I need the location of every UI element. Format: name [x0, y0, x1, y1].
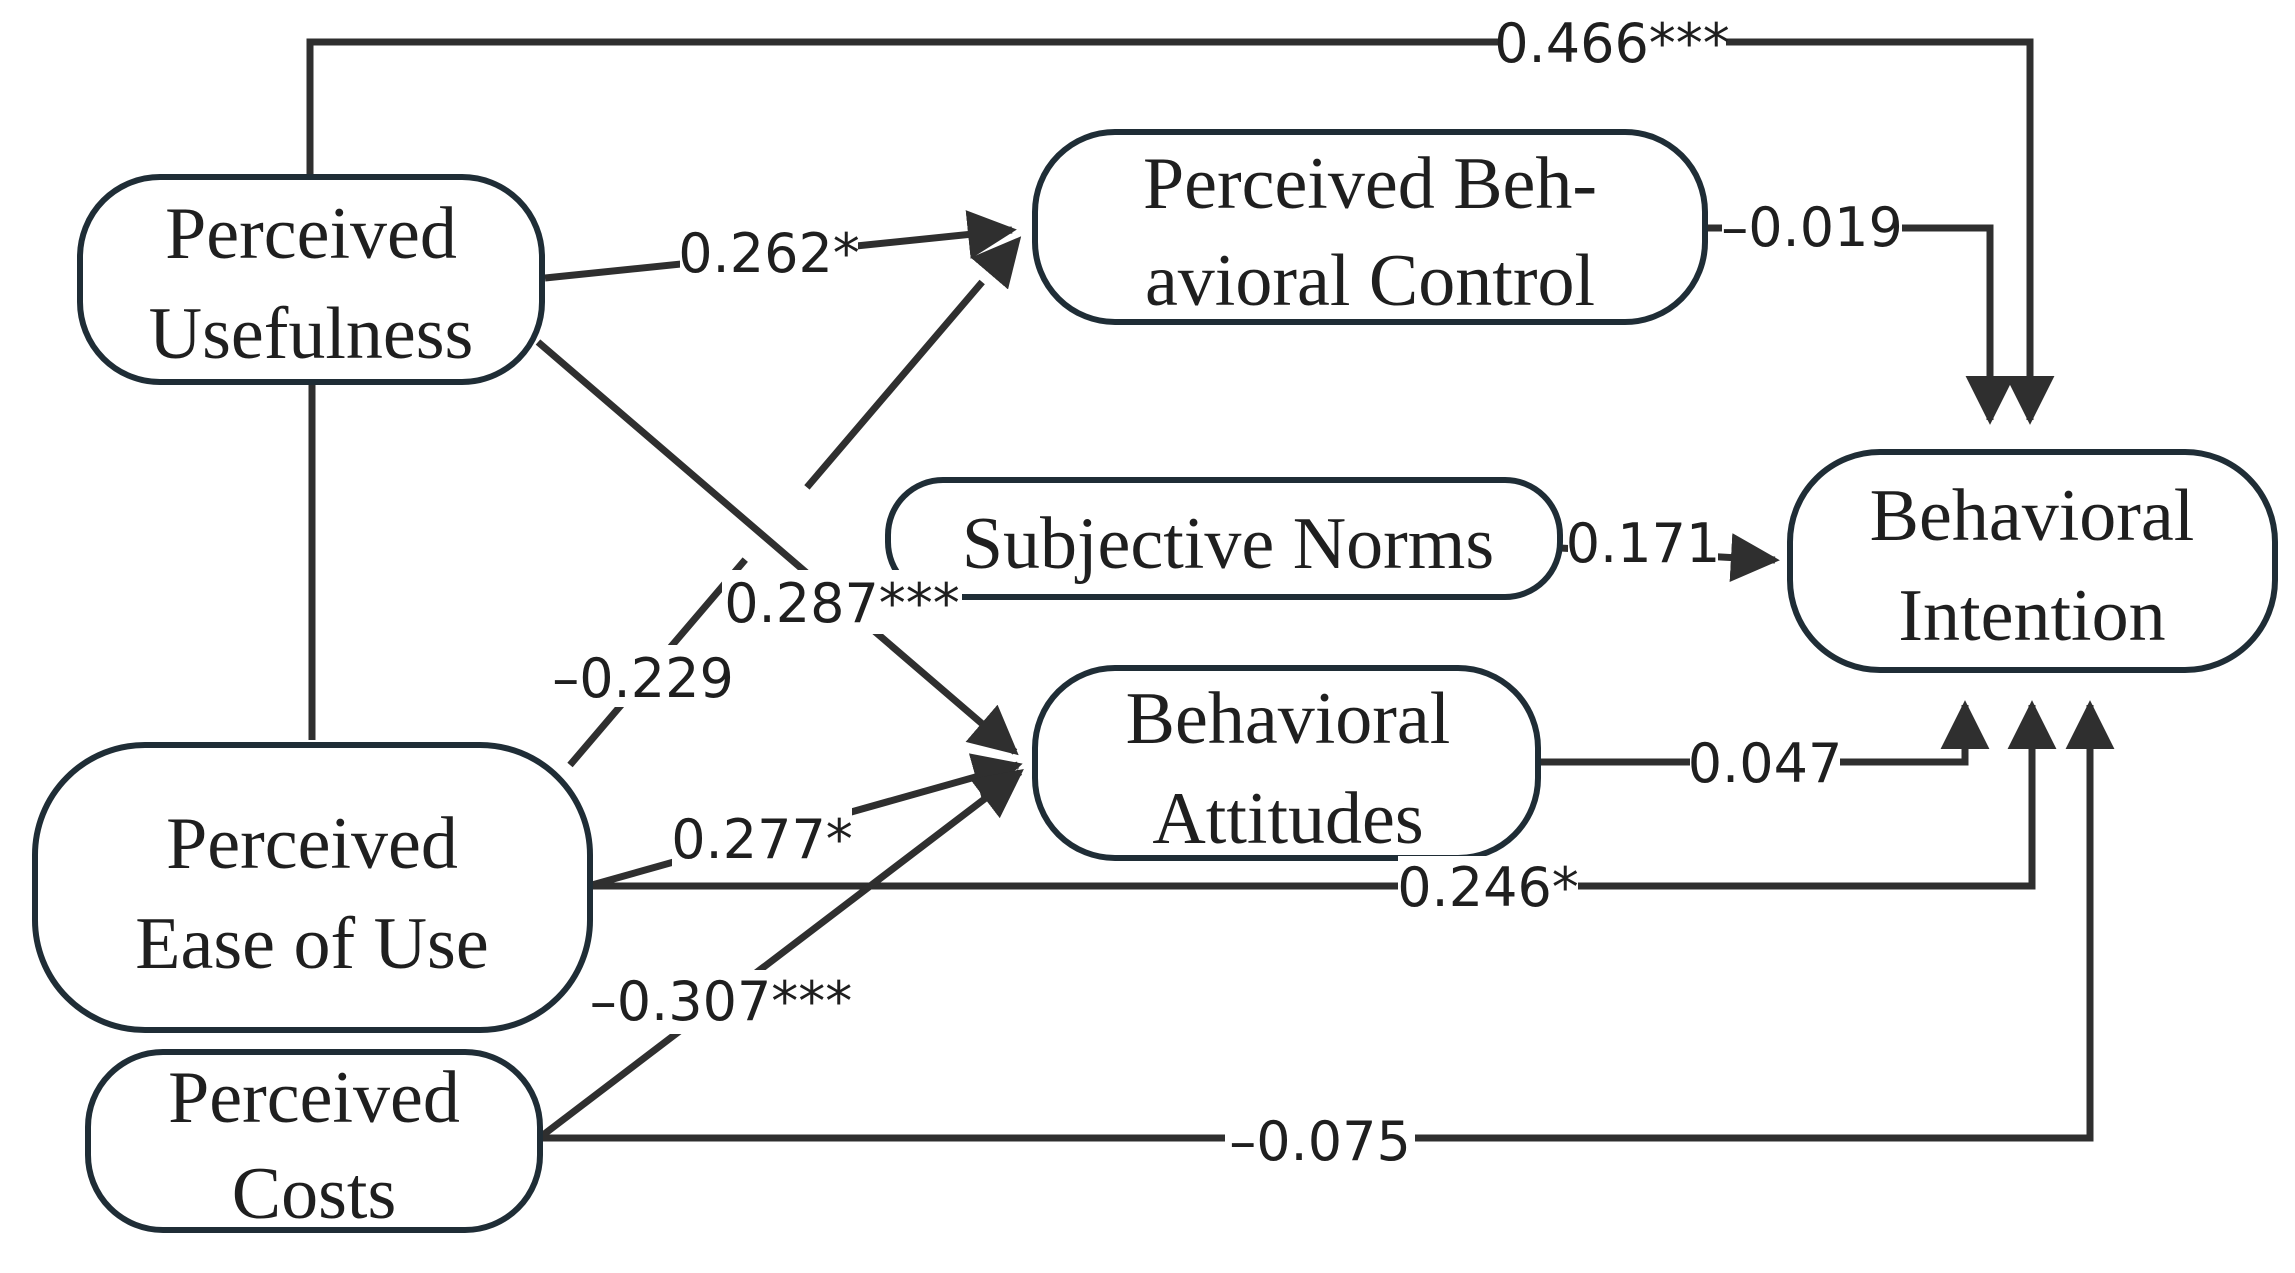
coefficient-label: 0.262* [678, 222, 860, 285]
node-behavioral-intention: Behavioral Intention [1787, 449, 2278, 673]
edge-label-pu-pbc: 0.262* [678, 222, 860, 285]
node-label-line: Attitudes [1152, 778, 1423, 860]
edge-pc-bi [543, 700, 2115, 1142]
node-label-line: Perceived [166, 803, 458, 885]
coefficient-label: –0.307*** [590, 970, 853, 1033]
edge-ba-bi [1538, 700, 1990, 766]
edge-label-ba-bi: 0.047 [1688, 730, 1843, 795]
node-label-line: Usefulness [149, 293, 474, 375]
node-behavioral-attitudes: Behavioral Attitudes [1032, 665, 1541, 861]
edge-label-pu-ba: 0.287*** [722, 570, 962, 635]
node-perceived-ease-of-use: Perceived Ease of Use [32, 742, 593, 1033]
node-subjective-norms: Subjective Norms [885, 477, 1563, 600]
node-label-line: avioral Control [1145, 240, 1595, 322]
coefficient-label: 0.277* [671, 808, 853, 871]
node-label-line: Perceived [168, 1057, 460, 1139]
edge-peu-bi [592, 700, 2057, 890]
node-perceived-behavioral-control: Perceived Beh- avioral Control [1032, 129, 1708, 325]
node-label-line: Intention [1898, 575, 2165, 657]
node-label-line: Costs [232, 1153, 397, 1235]
coefficient-label: –0.075 [1229, 1110, 1411, 1173]
edge-label-peu-bi: 0.246* [1397, 856, 1579, 919]
node-label-line: Perceived [165, 193, 457, 275]
coefficient-label: 0.287*** [724, 572, 960, 635]
edge-label-pu-bi: 0.466*** [1494, 12, 1730, 75]
edge-pc-ba [540, 769, 1024, 1138]
edge-pu-ba [535, 339, 1019, 756]
coefficient-label: –0.229 [552, 647, 734, 710]
nodes: Perceived Usefulness Perceived Ease of U… [32, 129, 2278, 1235]
node-label-line: Subjective Norms [962, 503, 1494, 585]
edge-labels: 0.466*** 0.262* –0.019 0.171 0.287*** –0… [548, 12, 1903, 1173]
coefficient-label: –0.019 [1721, 196, 1903, 259]
edge-label-peu-pbc: –0.229 [548, 645, 738, 710]
node-perceived-usefulness: Perceived Usefulness [77, 174, 545, 385]
coefficient-label: 0.171 [1566, 512, 1721, 575]
node-perceived-costs: Perceived Costs [85, 1049, 543, 1235]
edge-pu-bi [306, 38, 2055, 425]
edge-label-peu-ba: 0.277* [671, 808, 853, 871]
coefficient-label: 0.246* [1397, 856, 1579, 919]
edge-label-pc-bi: –0.075 [1225, 1110, 1415, 1173]
node-label-line: Ease of Use [135, 903, 488, 985]
edge-label-sn-bi: 0.171 [1566, 512, 1721, 575]
coefficient-label: 0.047 [1688, 732, 1843, 795]
node-label-line: Perceived Beh- [1143, 143, 1597, 225]
edge-label-pc-ba: –0.307*** [590, 970, 853, 1034]
node-label-line: Behavioral [1126, 678, 1451, 760]
coefficient-label: 0.466*** [1494, 12, 1730, 75]
node-label-line: Behavioral [1870, 475, 2195, 557]
edge-label-pbc-bi: –0.019 [1721, 196, 1903, 259]
